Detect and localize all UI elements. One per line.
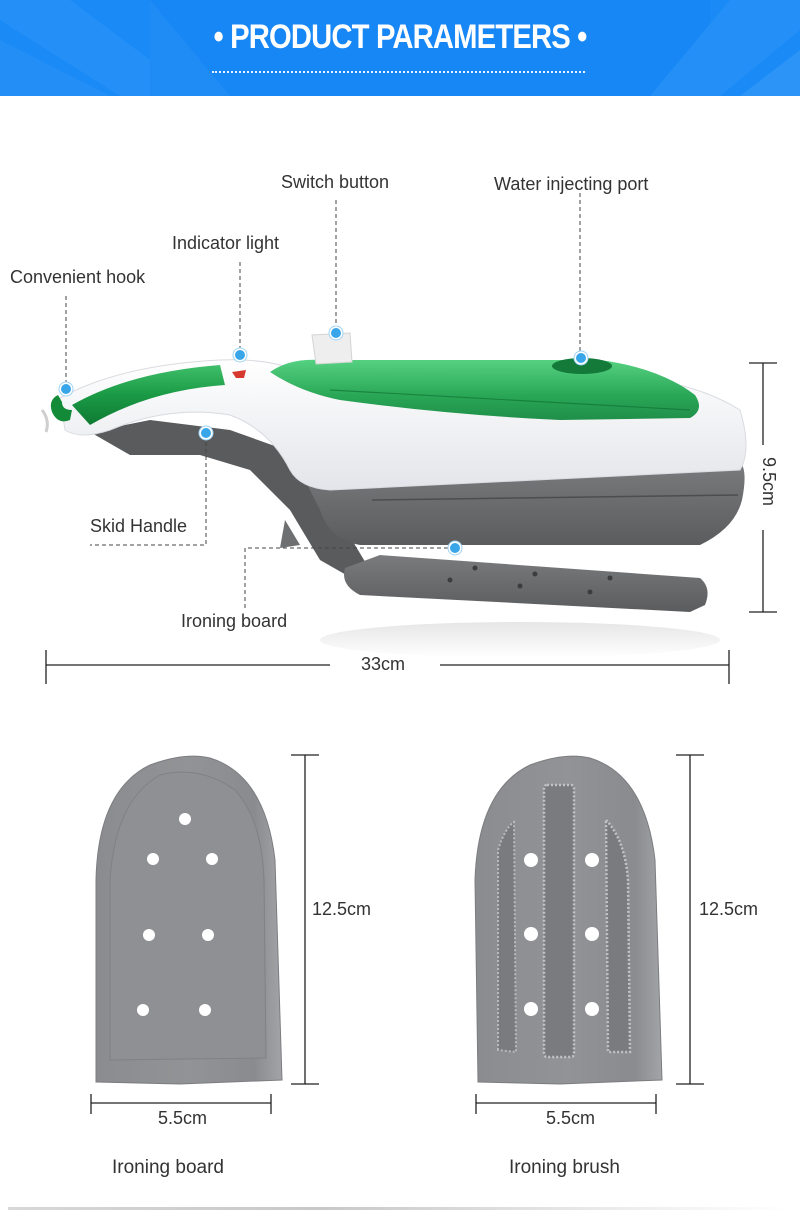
board-width-label: 5.5cm [158, 1108, 208, 1128]
indicator-light-shape [232, 370, 246, 378]
footer-divider [8, 1207, 792, 1210]
floor-reflection [320, 622, 720, 658]
water-port-cap [552, 358, 612, 374]
callout-leader-lines [65, 193, 581, 608]
ironing-brush-accessory [474, 755, 663, 1085]
height-dimension-line [749, 362, 777, 613]
brush-caption: Ironing brush [509, 1157, 620, 1178]
ironing-board-plate [344, 555, 708, 612]
length-dimension-label: 33cm [361, 654, 406, 674]
accessory-dimension-lines [90, 754, 704, 1114]
callout-switch-button: Switch button [281, 172, 390, 192]
callout-convenient-hook: Convenient hook [10, 267, 146, 287]
marker-convenient-hook [58, 381, 74, 397]
header-banner: • PRODUCT PARAMETERS • [0, 0, 800, 96]
brush-height-label: 12.5cm [699, 899, 759, 919]
callout-indicator-light: Indicator light [172, 233, 280, 253]
hook-shape [50, 395, 72, 422]
ironing-board-accessory [95, 755, 283, 1085]
length-dimension-line [45, 650, 730, 684]
board-holes [137, 813, 218, 1016]
brush-strips [497, 783, 632, 1059]
marker-ironing-board [447, 540, 463, 556]
brush-width-label: 5.5cm [546, 1108, 596, 1128]
title-underline-dotted [212, 71, 585, 73]
board-caption: Ironing board [112, 1157, 224, 1178]
marker-switch-button [328, 325, 344, 341]
green-grip [72, 365, 225, 425]
marker-indicator-light [232, 347, 248, 363]
callout-markers [58, 325, 589, 556]
callout-skid-handle: Skid Handle [90, 516, 188, 536]
board-height-label: 12.5cm [312, 899, 372, 919]
brush-holes [524, 853, 599, 1016]
callout-water-injecting-port: Water injecting port [494, 174, 649, 194]
ironing-board-holes [447, 565, 613, 595]
marker-skid-handle [198, 425, 214, 441]
steamer-product-diagram [40, 193, 777, 684]
page-title: • PRODUCT PARAMETERS • [213, 18, 587, 56]
marker-water-port [573, 350, 589, 366]
banner-background-pattern [0, 0, 800, 96]
callout-ironing-board: Ironing board [181, 611, 288, 631]
